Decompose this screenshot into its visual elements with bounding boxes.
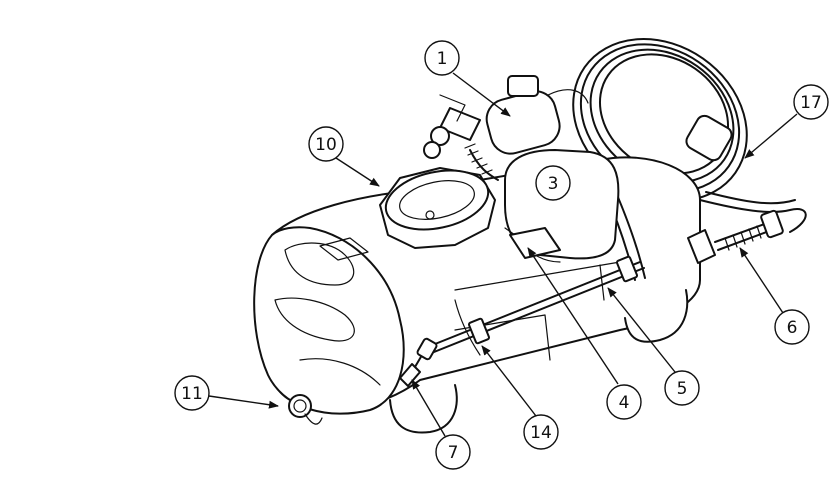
callout-6-label: 6 bbox=[787, 318, 798, 338]
callout-11-label: 11 bbox=[181, 384, 203, 404]
callout-6: 6 bbox=[774, 309, 810, 345]
callout-11: 11 bbox=[174, 375, 210, 411]
front-nozzle bbox=[399, 337, 438, 387]
callout-14-label: 14 bbox=[530, 423, 552, 443]
side-boom-pipe bbox=[419, 227, 645, 357]
callout-leaders bbox=[208, 72, 798, 437]
callout-10: 10 bbox=[308, 126, 344, 162]
callout-10-label: 10 bbox=[315, 135, 337, 155]
callout-14: 14 bbox=[523, 414, 559, 450]
callout-17: 17 bbox=[793, 84, 829, 120]
callout-4: 4 bbox=[606, 384, 642, 420]
pump-assembly bbox=[423, 75, 589, 181]
callout-1: 1 bbox=[424, 40, 460, 76]
callout-5-label: 5 bbox=[677, 379, 688, 399]
drain-cap bbox=[288, 394, 323, 425]
callout-1-label: 1 bbox=[437, 49, 448, 69]
callout-7: 7 bbox=[435, 434, 471, 470]
callout-7-label: 7 bbox=[448, 443, 459, 463]
callout-4-label: 4 bbox=[619, 393, 630, 413]
fill-lid bbox=[379, 167, 496, 249]
callout-17-label: 17 bbox=[800, 93, 822, 113]
callout-5: 5 bbox=[664, 370, 700, 406]
hose-fitting bbox=[687, 209, 784, 264]
callout-3-label: 3 bbox=[548, 174, 559, 194]
callout-3: 3 bbox=[535, 165, 571, 201]
